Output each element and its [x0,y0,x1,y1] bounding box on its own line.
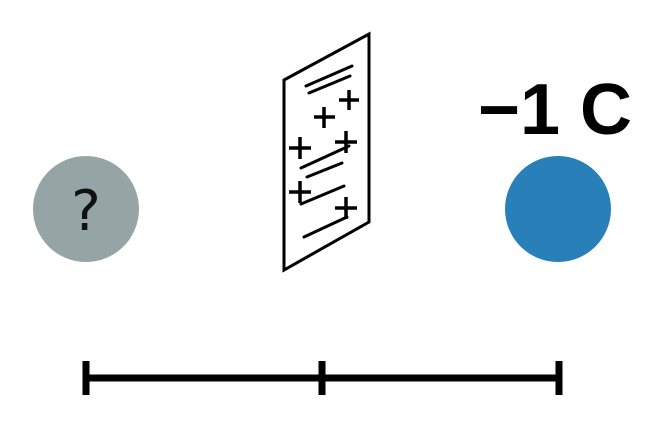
plus-sign [289,181,311,203]
unknown-charge: ? [33,156,139,262]
minus-stroke [307,74,352,95]
unknown-charge-circle [33,156,139,262]
plus-sign [289,137,311,159]
sheet-minus-strokes [299,64,354,239]
charged-sheet [282,31,371,273]
plus-sign [335,197,357,219]
sheet-outline [282,31,371,273]
plus-sign [314,107,335,128]
minus-stroke [304,64,354,88]
distance-ruler [82,361,563,395]
minus-stroke [299,184,346,206]
minus-stroke [305,161,344,179]
minus-stroke [299,144,351,170]
known-charge-label: −1 C [478,70,632,150]
unknown-charge-symbol: ? [71,179,101,244]
known-charge-circle [505,156,611,262]
minus-stroke [302,215,349,239]
sheet-plus-signs [289,90,359,219]
plus-sign [339,90,359,110]
plus-sign [335,131,357,153]
